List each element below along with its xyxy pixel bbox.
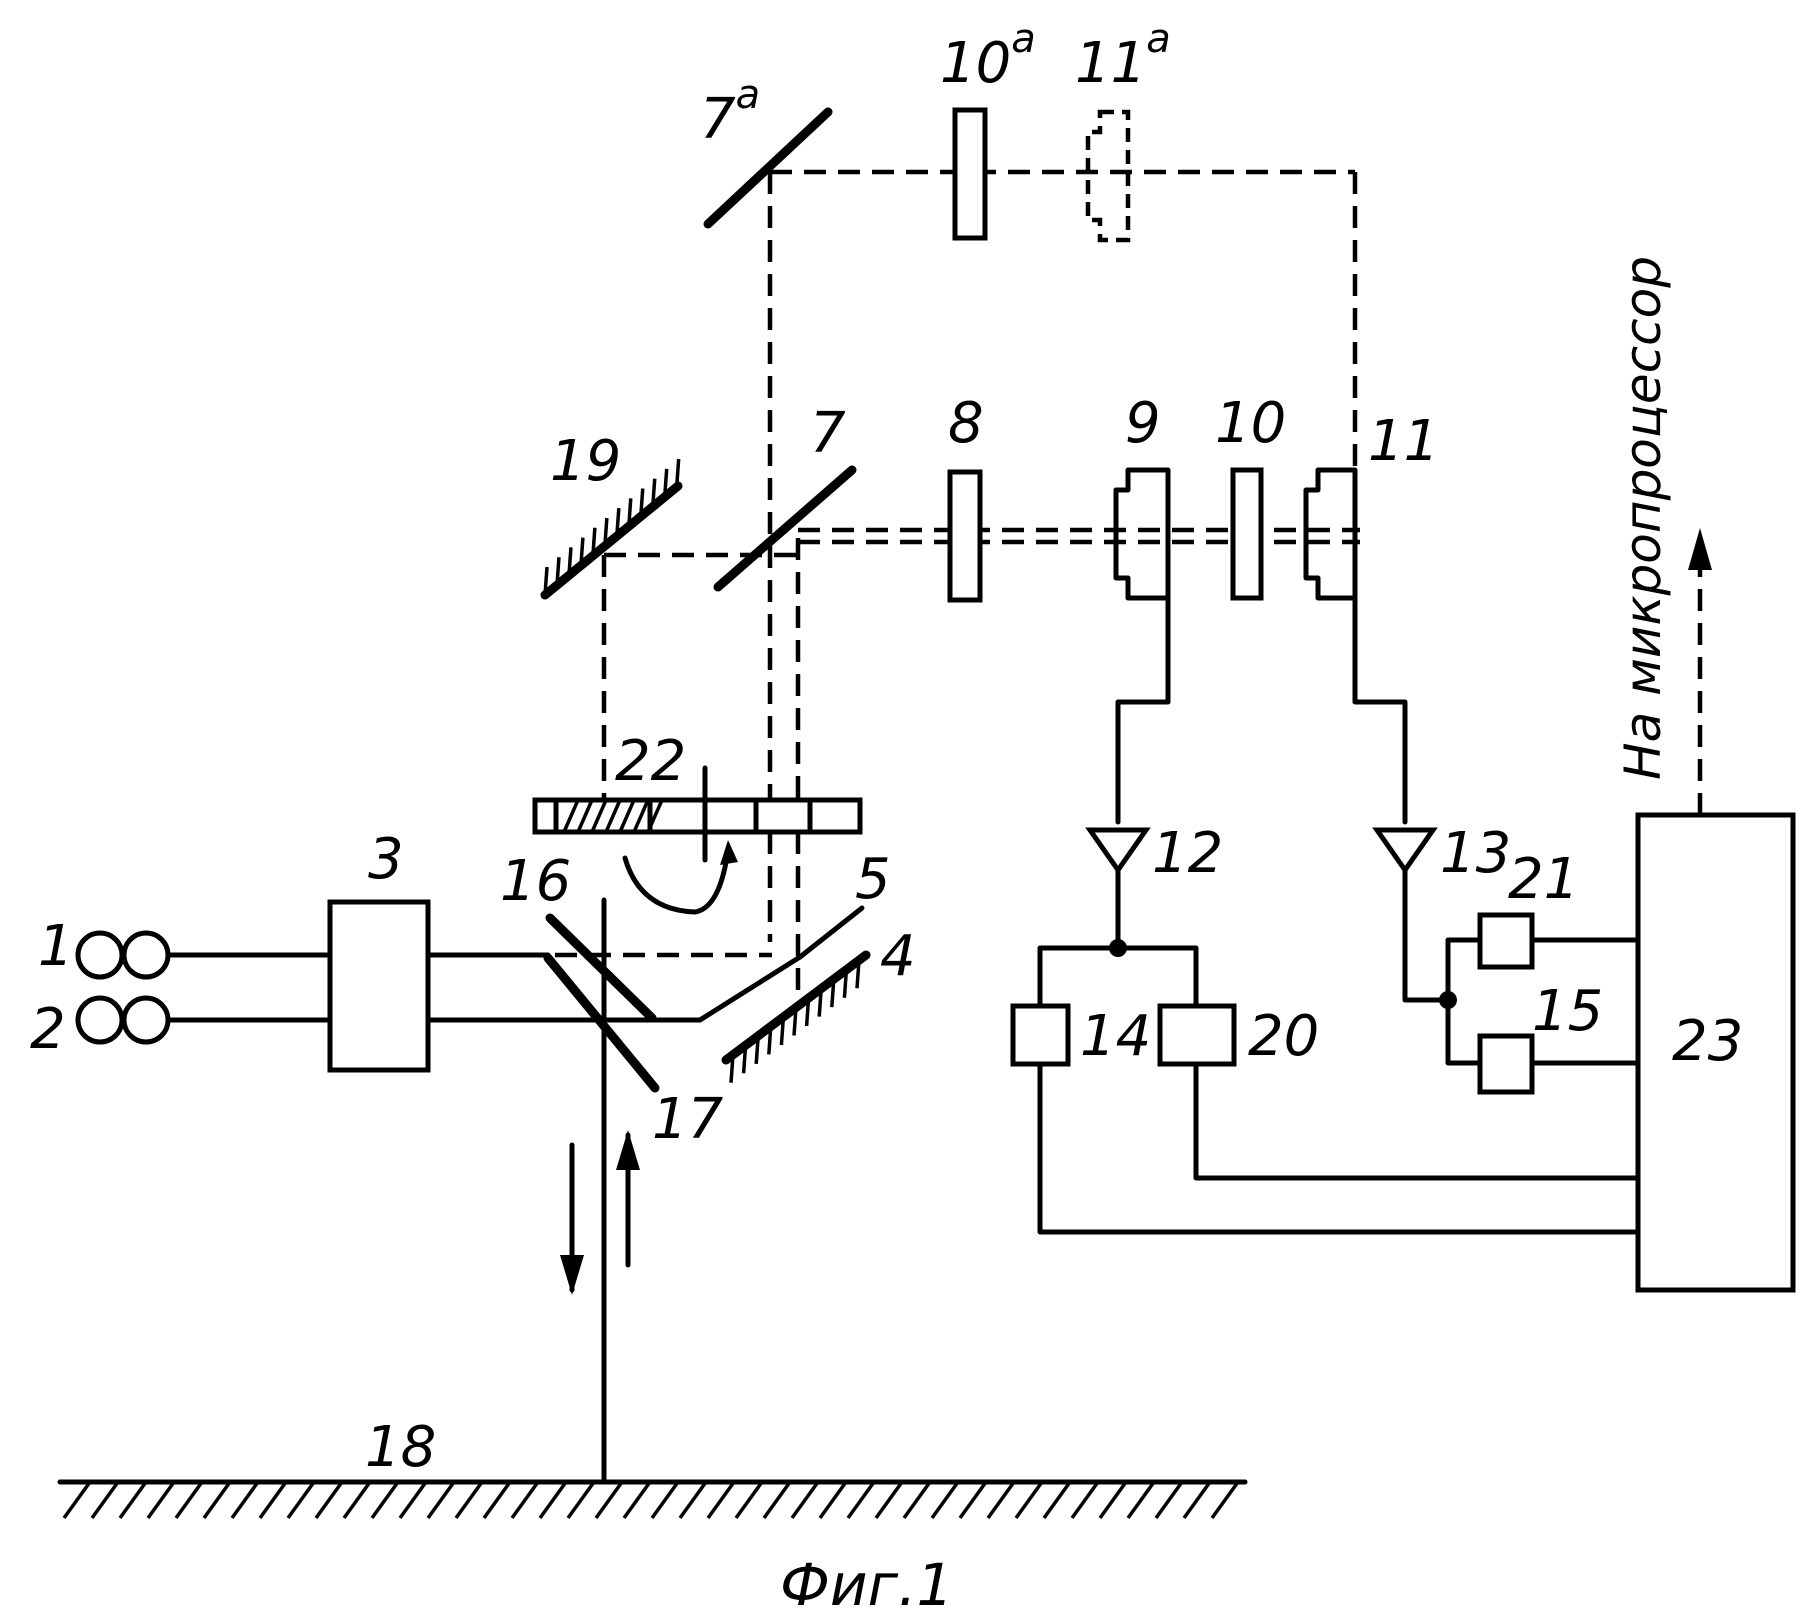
up-arrow	[616, 1130, 640, 1265]
label-11: 11	[1368, 409, 1439, 474]
laser-2	[78, 998, 168, 1042]
amplifier-13	[1377, 830, 1433, 870]
detector-11a	[1088, 112, 1128, 240]
label-16: 16	[500, 849, 571, 914]
laser-1	[78, 933, 168, 977]
block-20	[1160, 1006, 1234, 1064]
splitter-16	[550, 918, 652, 1018]
modulator-disk-22	[535, 768, 860, 912]
label-13: 13	[1440, 821, 1511, 886]
detector-11	[1306, 470, 1355, 598]
filter-8	[950, 472, 980, 600]
label-15: 15	[1532, 979, 1603, 1044]
label-10: 10	[1215, 391, 1286, 456]
down-arrow	[560, 1145, 584, 1295]
label-22: 22	[615, 729, 686, 794]
label-7a: 7a	[700, 72, 760, 152]
label-9: 9	[1125, 391, 1161, 456]
label-17: 17	[652, 1087, 724, 1152]
label-2: 2	[30, 997, 66, 1062]
labels: 1 2 3 4 5 16 17 18 19 22 7 8 9 10 11 12 …	[30, 16, 1743, 1480]
label-10a: 10a	[940, 16, 1036, 96]
amplifier-12	[1090, 830, 1146, 870]
label-3: 3	[368, 827, 404, 892]
block-15	[1480, 1036, 1532, 1092]
label-1: 1	[38, 914, 74, 979]
label-20: 20	[1248, 1004, 1319, 1069]
filter-10	[1233, 470, 1261, 598]
detector-9	[1116, 470, 1168, 598]
label-8: 8	[948, 391, 984, 456]
label-19: 19	[550, 429, 621, 494]
label-23: 23	[1672, 1009, 1743, 1074]
block-21	[1480, 915, 1532, 967]
output-arrow	[1688, 528, 1712, 815]
label-18: 18	[365, 1415, 436, 1480]
block-14	[1013, 1006, 1068, 1064]
label-4: 4	[880, 924, 916, 989]
label-5: 5	[855, 847, 891, 912]
filter-10a	[955, 110, 985, 238]
label-7: 7	[810, 401, 846, 466]
microprocessor-label: На микропроцессор	[1614, 256, 1672, 780]
block-3	[330, 902, 428, 1070]
label-11a: 11a	[1075, 16, 1171, 96]
ground-surface-18	[60, 1482, 1245, 1518]
label-14: 14	[1080, 1004, 1151, 1069]
label-12: 12	[1152, 821, 1223, 886]
figure-caption: Фиг.1	[780, 1551, 953, 1619]
splitter-7	[718, 470, 852, 587]
label-21: 21	[1508, 847, 1579, 912]
